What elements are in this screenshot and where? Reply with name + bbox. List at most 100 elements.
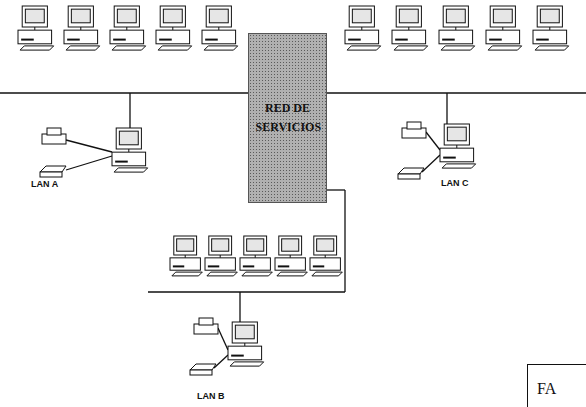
computer-part [177,239,194,251]
keyboard [394,46,428,50]
computer-part [486,30,520,44]
computer-part [493,9,512,23]
drive-slot [348,39,361,41]
computer-part [349,6,374,27]
drive-slot [243,265,254,267]
computer-part [399,9,418,23]
computer-part [440,148,474,162]
keyboard [204,46,238,50]
computer-part [117,9,136,23]
computer-part [212,239,229,251]
computer-part [282,239,299,251]
computer-part [163,9,182,23]
computer-part [244,236,267,255]
computer-part [396,6,421,27]
drive-slot [489,39,502,41]
computer-part [110,30,144,44]
drive-slot [113,39,126,41]
drive-slot [115,161,128,163]
keyboard [441,46,475,50]
drive-slot [442,39,455,41]
drive-slot [208,265,219,267]
computer-part [439,30,473,44]
computer-part [345,30,379,44]
keyboard [20,46,54,50]
computer-part [446,9,465,23]
computer-part [174,236,197,255]
keyboard [535,46,569,50]
peripheral [190,364,216,370]
computer-part [444,124,469,145]
computer-part [232,322,257,343]
computer-part [205,258,235,270]
keyboard [347,46,381,50]
computer-part [537,6,562,27]
computer-part [71,9,90,23]
computer-part [247,239,264,251]
lan-label: LAN A [30,179,59,189]
computer-part [114,6,139,27]
drive-slot [443,157,456,159]
printer [407,122,421,129]
computer-part [228,346,262,360]
computer-part [240,258,270,270]
computer-part [314,236,337,255]
drive-slot [21,39,34,41]
keyboard [312,272,342,276]
computer-part [25,9,44,23]
peripheral [190,370,212,375]
keyboard [172,272,202,276]
title-box: FA [527,364,586,407]
printer [47,128,61,135]
computer-part [112,152,146,166]
computer-part [443,6,468,27]
drive-slot [395,39,408,41]
computer-part [156,30,190,44]
keyboard [488,46,522,50]
drive-slot [536,39,549,41]
computer-part [317,239,334,251]
drive-slot [159,39,172,41]
computer-part [160,6,185,27]
lan-label: LAN C [440,178,470,188]
computer-part [170,258,200,270]
computer-part [68,6,93,27]
computer-part [18,30,52,44]
printer [199,318,213,325]
computer-part [206,6,231,27]
drive-slot [278,265,289,267]
computer-part [116,128,141,149]
computer-part [64,30,98,44]
computer-part [209,9,228,23]
keyboard [158,46,192,50]
peripheral [40,166,66,172]
computer-part [209,236,232,255]
drive-slot [231,355,244,357]
node-text: RED DE SERVICIOS [256,99,320,137]
computer-part [490,6,515,27]
keyboard [277,272,307,276]
keyboard [207,272,237,276]
network-cloud-box: RED DE SERVICIOS [248,33,327,203]
keyboard [112,46,146,50]
computer-part [119,131,138,145]
drive-slot [67,39,80,41]
computer-part [352,9,371,23]
keyboard [442,164,476,168]
computer-part [447,127,466,141]
keyboard [230,362,264,366]
peripheral [40,172,62,177]
computer-part [202,30,236,44]
peripheral [398,168,424,174]
drive-slot [173,265,184,267]
keyboard [66,46,100,50]
lan-label: LAN B [196,391,226,401]
computer-part [275,258,305,270]
keyboard [242,272,272,276]
computer-part [533,30,567,44]
computer-part [279,236,302,255]
computer-part [540,9,559,23]
drive-slot [313,265,324,267]
keyboard [114,168,148,172]
peripheral [398,174,420,179]
